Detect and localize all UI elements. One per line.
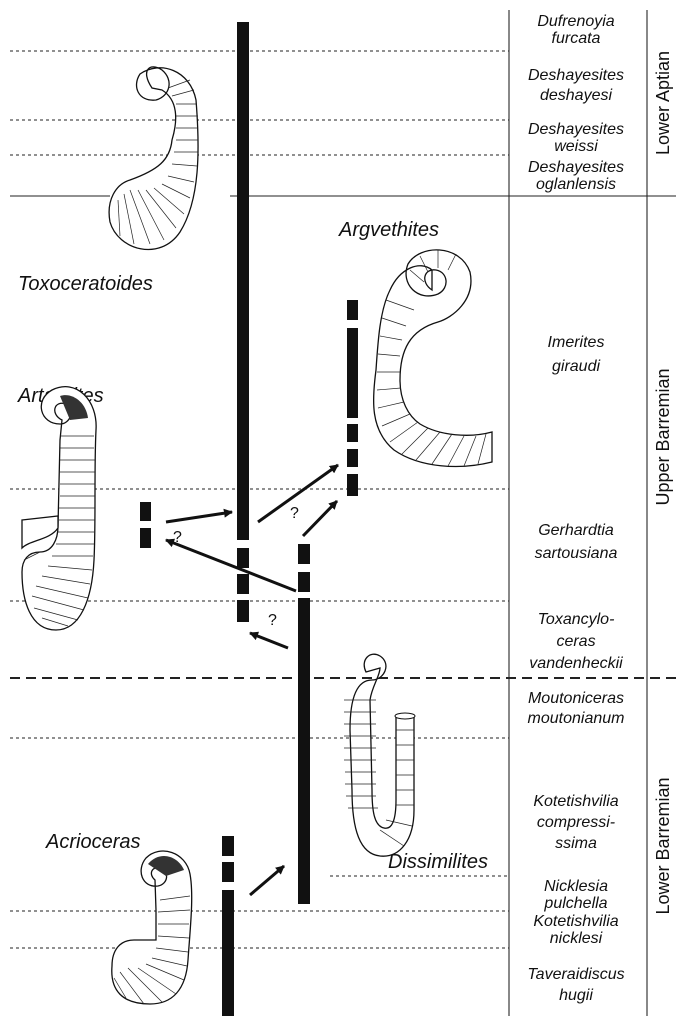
dissimilites-aperture: [395, 713, 415, 719]
artareites-shell-drawing: [22, 387, 96, 630]
phylogeny-arrows: [166, 465, 338, 895]
range-bar-argvethites-dash: [347, 449, 358, 467]
range-bar-argvethites: [347, 328, 358, 418]
range-bar-toxoceratoides-dash: [237, 600, 249, 622]
range-bar-acrioceras: [222, 890, 234, 1016]
range-bar-toxoceratoides: [237, 22, 249, 540]
genus-label-argvethites: Argvethites: [338, 219, 439, 241]
arrow-dissimilites-to-artareites: [166, 540, 296, 591]
artareites-aperture: [22, 516, 58, 548]
range-bar-artareites-dash: [140, 528, 151, 548]
dissimilites-shell-drawing: [344, 654, 415, 856]
question-mark: ?: [173, 529, 182, 546]
dissimilites-shell-outline: [350, 654, 414, 856]
range-bar-dissimilites-dash: [298, 544, 310, 564]
range-bar-toxoceratoides-dash: [237, 574, 249, 594]
stage-lower-barremian: Lower Barremian: [653, 777, 673, 914]
range-bar-argvethites-dash: [347, 424, 358, 442]
genus-label-acrioceras: Acrioceras: [45, 831, 140, 853]
range-bar-argvethites-dash: [347, 474, 358, 496]
question-mark: ?: [268, 612, 277, 629]
range-bar-acrioceras-dash: [222, 862, 234, 882]
arrow-dissimilites-to-argvethites: [303, 501, 337, 536]
acrioceras-shell-outline: [112, 851, 192, 1004]
arrow-dissimilites-to-toxoceratoides: [250, 633, 288, 648]
toxoceratoides-shell-drawing: [109, 67, 198, 250]
stage-lower-aptian: Lower Aptian: [653, 51, 673, 155]
arrow-acrioceras-to-dissimilites: [250, 866, 284, 895]
range-bar-argvethites-dash: [347, 300, 358, 320]
stage-upper-barremian: Upper Barremian: [653, 368, 673, 505]
genus-label-dissimilites: Dissimilites: [388, 851, 488, 873]
argvethites-shell-drawing: [374, 250, 492, 467]
range-bar-toxoceratoides-dash: [237, 548, 249, 568]
range-bar-dissimilites-dash: [298, 572, 310, 592]
stage-labels: Lower Aptian Upper Barremian Lower Barre…: [653, 51, 673, 915]
range-bar-artareites-dash: [140, 502, 151, 521]
genus-label-toxoceratoides: Toxoceratoides: [18, 273, 153, 295]
range-bar-dissimilites: [298, 598, 310, 904]
question-mark: ?: [290, 505, 299, 522]
argvethites-shell-outline: [374, 250, 492, 467]
range-bar-acrioceras-dash: [222, 836, 234, 856]
acrioceras-shell-drawing: [112, 851, 192, 1004]
toxoceratoides-shell-outline: [109, 67, 198, 250]
arrow-artareites-to-toxoceratoides: [166, 512, 232, 522]
